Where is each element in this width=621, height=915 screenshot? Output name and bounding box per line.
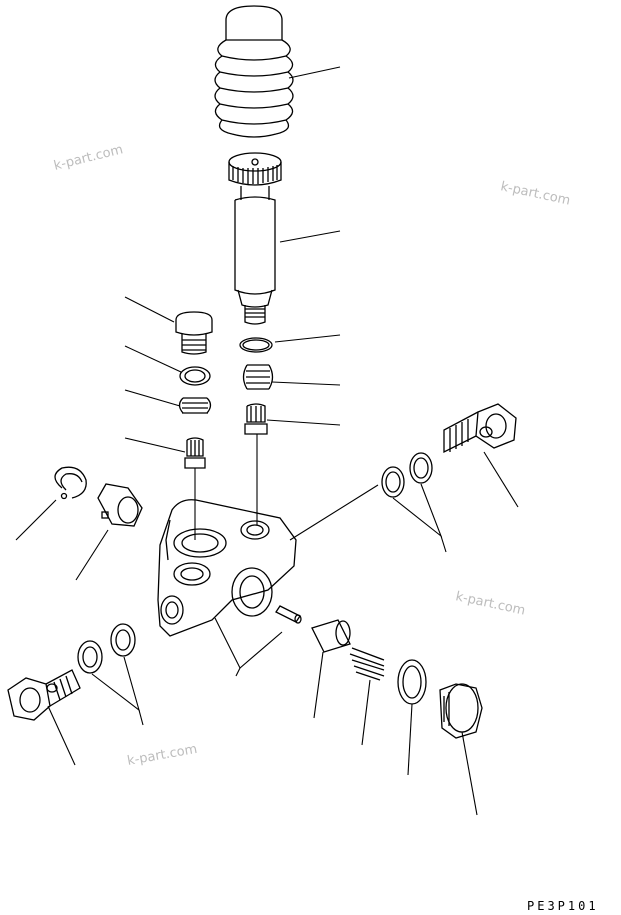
check-valve-left: [184, 437, 206, 469]
snap-ring: [54, 466, 87, 500]
priming-pump-plunger: [228, 152, 282, 325]
washer-right-2: [409, 452, 433, 484]
watermark-3: k-part.com: [454, 589, 526, 618]
washer-left-upper: [179, 366, 211, 386]
check-valve-right: [244, 403, 268, 435]
banjo-bolt-left: [7, 669, 81, 721]
plug-screw: [439, 683, 483, 739]
hex-nut: [97, 483, 143, 527]
banjo-bolt-right: [443, 403, 517, 454]
watermark-4: k-part.com: [126, 742, 198, 769]
leader-lines: [15, 66, 519, 816]
watermark-1: k-part.com: [52, 142, 124, 174]
pin: [275, 605, 302, 624]
washer-left-2: [110, 623, 136, 657]
washer-left-1: [77, 640, 103, 674]
cap-plug: [175, 311, 213, 355]
spring-right: [242, 364, 274, 390]
priming-pump-body: [157, 499, 297, 637]
o-ring-top: [239, 337, 273, 353]
spring-left: [178, 397, 212, 414]
watermark-2: k-part.com: [499, 179, 571, 208]
washer-plug: [397, 659, 427, 705]
sleeve: [311, 619, 351, 653]
washer-right-1: [381, 466, 405, 498]
bellows-boot: [214, 5, 294, 138]
drawing-code: PE3P101: [527, 899, 599, 913]
spring-horizontal: [349, 647, 385, 681]
